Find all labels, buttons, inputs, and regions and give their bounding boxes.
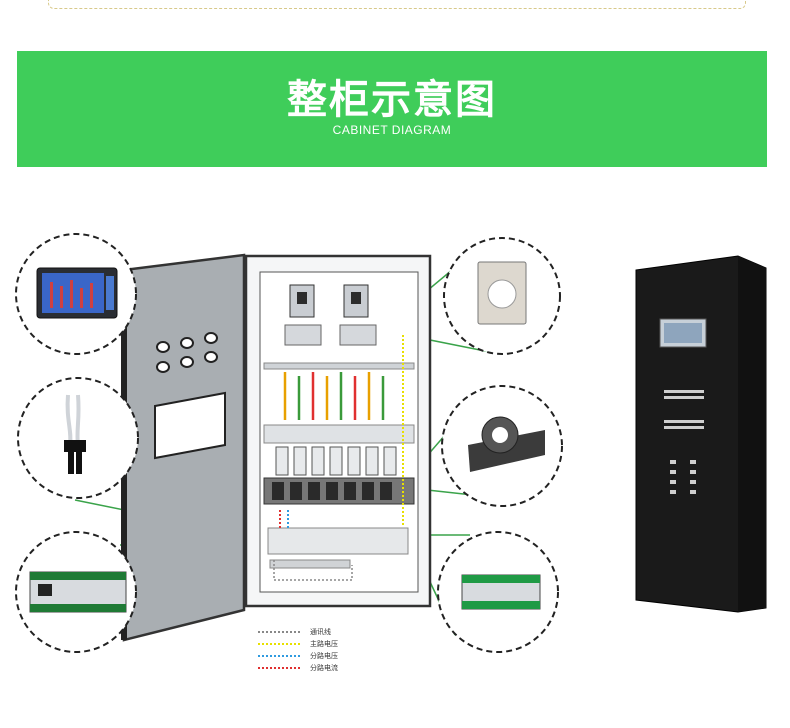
legend-item: 主路电压 xyxy=(258,638,338,650)
open-type-ct-icon xyxy=(468,416,545,472)
display-screen-icon xyxy=(36,267,118,319)
legend-label: 分路电流 xyxy=(310,665,338,672)
legend-item: 分路电流 xyxy=(258,662,338,674)
legend-label: 通讯线 xyxy=(310,629,331,636)
wire-legend: 通讯线 主路电压 分路电压 分路电流 xyxy=(258,626,338,674)
door-indicator-lights xyxy=(156,332,218,373)
legend-item: 通讯线 xyxy=(258,626,338,638)
door-window xyxy=(154,391,226,460)
top-decorative-border xyxy=(48,0,746,9)
legend-label: 主路电压 xyxy=(310,641,338,648)
legend-label: 分路电压 xyxy=(310,653,338,660)
server-cabinet-photo xyxy=(635,255,767,613)
cabinet-door xyxy=(121,253,246,642)
right-callouts xyxy=(437,237,563,653)
title-banner: 整柜示意图 CABINET DIAGRAM xyxy=(17,51,767,167)
io-module-icon xyxy=(461,574,541,610)
banner-subtitle: CABINET DIAGRAM xyxy=(332,123,452,137)
cabinet-body xyxy=(244,254,432,608)
acquisition-module-icon xyxy=(29,571,127,613)
current-transformer-icon xyxy=(477,261,527,325)
banner-title: 整柜示意图 xyxy=(287,77,497,123)
legend-item: 分路电压 xyxy=(258,650,338,662)
sensor-cable-icon xyxy=(64,394,86,474)
